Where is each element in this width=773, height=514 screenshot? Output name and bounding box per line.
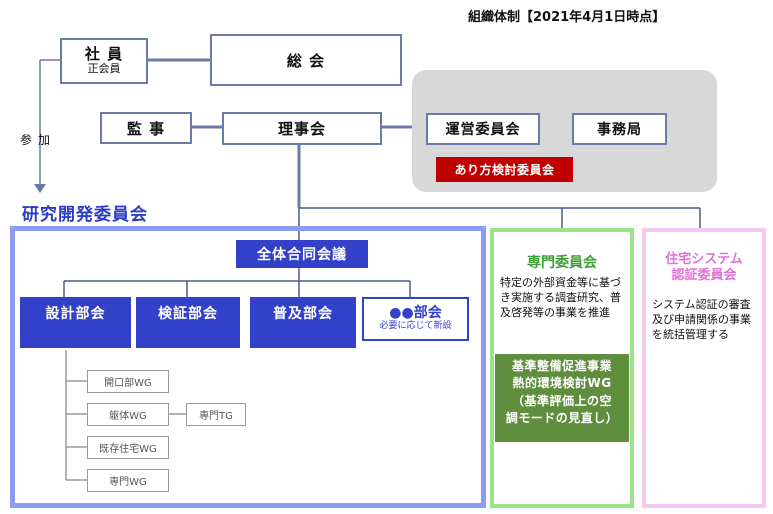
wg-senmon-label: 専門WG <box>109 477 147 488</box>
housing-cert-committee-title: 住宅システム 認証委員会 <box>646 252 762 283</box>
plenary-label: 全体合同会議 <box>257 247 347 263</box>
kanji-box: 監 事 <box>100 112 192 144</box>
division-fukyu-box: 普及部会 <box>250 297 356 348</box>
kijun-project-line-4: 調モードの見直し） <box>505 411 619 426</box>
housing-cert-committee-frame <box>642 228 766 508</box>
research-committee-frame <box>10 226 486 508</box>
housing-cert-title-line-2: 認証委員会 <box>671 267 737 283</box>
division-fukyu-label: 普及部会 <box>273 306 333 322</box>
wg-kaikoubu-label: 開口部WG <box>104 378 152 389</box>
shain-box: 社 員 正会員 <box>60 38 148 84</box>
wg-kaikoubu: 開口部WG <box>87 370 169 393</box>
housing-cert-committee-description: システム認証の審査及び申請関係の事業を統括管理する <box>652 298 751 341</box>
expert-committee-title: 専門委員会 <box>527 255 597 271</box>
jimukyoku-label: 事務局 <box>597 122 642 138</box>
arikata-label: あり方検討委員会 <box>454 163 555 177</box>
rijikai-label: 理事会 <box>277 120 326 138</box>
kijun-project-box: 基準整備促進事業 熱的環境検討WG （基準評価上の空 調モードの見直し） <box>495 354 629 442</box>
chart-title: 組織体制【2021年4月1日時点】 <box>468 10 666 25</box>
wg-kutai-label: 躯体WG <box>109 411 147 422</box>
kijun-project-line-3: （基準評価上の空 <box>511 393 612 408</box>
shain-sub-label: 正会員 <box>87 62 121 76</box>
tg-senmon-label: 専門TG <box>199 411 233 422</box>
division-kensho-box: 検証部会 <box>136 297 240 348</box>
kanji-label: 監 事 <box>126 119 166 138</box>
research-committee-heading: 研究開発委員会 <box>22 205 148 225</box>
housing-cert-title-line-1: 住宅システム <box>665 252 743 267</box>
wg-senmon: 専門WG <box>87 469 169 492</box>
division-sekkei-box: 設計部会 <box>20 297 131 348</box>
new-division-label: ●●部会 <box>389 305 442 322</box>
plenary-meeting-box: 全体合同会議 <box>236 240 368 268</box>
arikata-kento-iinkai-tag: あり方検討委員会 <box>436 157 573 182</box>
wg-kutai: 躯体WG <box>87 403 169 426</box>
jimukyoku-box: 事務局 <box>572 113 667 145</box>
sokai-box: 総 会 <box>210 34 402 86</box>
new-division-note: 必要に応じて新設 <box>379 320 452 331</box>
new-division-box: ●●部会 必要に応じて新設 <box>362 297 469 341</box>
kijun-project-line-1: 基準整備促進事業 <box>511 359 612 373</box>
unei-iinkai-label: 運営委員会 <box>445 122 521 138</box>
division-sekkei-label: 設計部会 <box>45 306 106 322</box>
shain-label: 社 員 <box>84 45 124 64</box>
unei-iinkai-box: 運営委員会 <box>426 113 540 145</box>
rijikai-box: 理事会 <box>222 112 382 145</box>
expert-committee-frame <box>490 228 634 508</box>
tg-senmon: 専門TG <box>186 403 246 426</box>
kijun-project-line-2: 熱的環境検討WG <box>512 376 612 391</box>
wg-kizon-jutaku-label: 既存住宅WG <box>99 444 157 455</box>
division-kensho-label: 検証部会 <box>158 306 218 322</box>
sanka-label: 参加 <box>20 133 57 147</box>
expert-committee-description: 特定の外部資金等に基づき実施する調査研究、普及啓発等の事業を推進 <box>500 276 621 319</box>
sokai-label: 総 会 <box>286 51 326 70</box>
wg-kizon-jutaku: 既存住宅WG <box>87 436 169 459</box>
